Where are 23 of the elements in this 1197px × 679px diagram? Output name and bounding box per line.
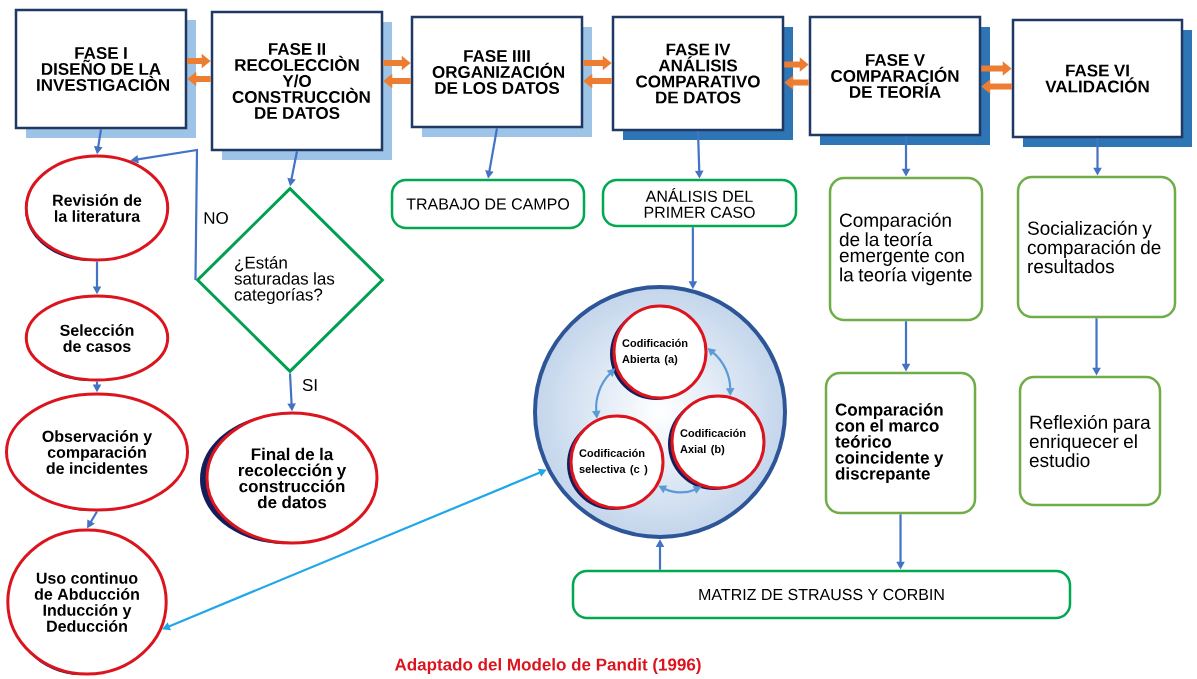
phase-box: FASE VI VALIDACIÓN (1011, 18, 1192, 147)
process-box: Comparación con el marco teórico coincidente y discrepante (824, 371, 977, 515)
process-box: Socialización y comparación de resultados (1016, 175, 1177, 319)
oval: Uso continuo de Abducción Inducción y Deducción (6, 528, 168, 676)
phase-box: FASE IV ANÁLISIS COMPARATIVO DE DATOS (611, 15, 793, 140)
process-box: MATRIZ DE STRAUSS Y CORBIN (571, 569, 1072, 620)
edge-label: SI (300, 377, 320, 393)
phase-box: FASE V COMPARACIÓN DE TEORÍA (808, 15, 990, 145)
phase-box: FASE I DISEÑO DE LA INVESTIGACIÒN (14, 8, 196, 138)
phase-box: FASE IIII ORGANIZACIÓN DE LOS DATOS (410, 15, 592, 137)
oval: Observación y comparación de incidentes (5, 392, 189, 512)
process-box: TRABAJO DE CAMPO (390, 178, 586, 230)
caption: Adaptado del Modelo de Pandit (1996) (394, 658, 701, 674)
node-label: Uso continuo de Abducción Inducción y Deducción (34, 572, 139, 632)
oval: Final de la recolección y construcción de datos (200, 411, 379, 545)
process-box: Reflexión para enriquecer el estudio (1018, 375, 1162, 507)
phase-box: FASE II RECOLECCIÒN Y/O CONSTRUCCIÒN DE DATOS (210, 10, 392, 160)
cycle-circle (533, 285, 787, 539)
oval: Revisión de la literatura (24, 154, 170, 262)
oval: Selección de casos (24, 294, 170, 382)
process-box: ANÁLISIS DEL PRIMER CASO (601, 178, 798, 228)
process-box: Comparación de la teoría emergente con la teoría vigente (828, 176, 984, 322)
edge-label: NO (201, 210, 231, 226)
